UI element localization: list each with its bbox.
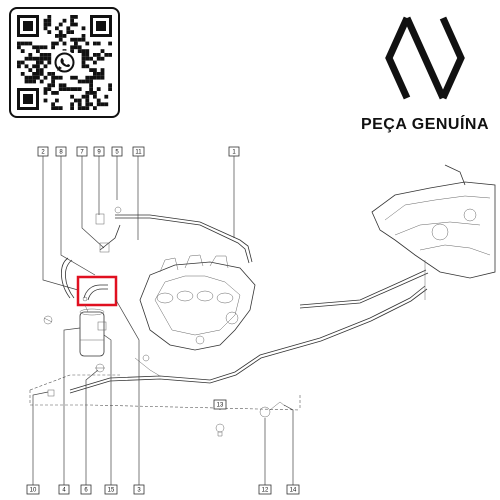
callout-9[interactable]: 9 <box>93 146 105 215</box>
pipe-hose-left <box>61 257 75 299</box>
svg-text:4: 4 <box>62 488 66 494</box>
qr-code-whatsapp-icon <box>17 15 112 110</box>
brand-tagline: PEÇA GENUÍNA <box>360 116 490 133</box>
svg-text:2: 2 <box>41 150 45 156</box>
pipe-upper <box>99 214 253 264</box>
callout-4[interactable]: 4 <box>58 327 81 495</box>
svg-text:11: 11 <box>135 150 142 156</box>
callout-1[interactable]: 1 <box>228 146 240 238</box>
callout-8[interactable]: 8 <box>55 146 96 276</box>
svg-text:5: 5 <box>115 150 119 156</box>
svg-text:14: 14 <box>290 488 297 494</box>
engine-block <box>371 164 496 300</box>
pipe-long <box>69 269 429 394</box>
canister <box>79 304 107 357</box>
svg-text:8: 8 <box>59 150 63 156</box>
svg-text:6: 6 <box>84 488 88 494</box>
renault-logo <box>385 12 465 104</box>
callout-2[interactable]: 2 <box>37 146 79 291</box>
svg-text:3: 3 <box>137 488 141 494</box>
callout-11[interactable]: 11 <box>132 146 145 240</box>
svg-text:1: 1 <box>232 150 236 156</box>
intake-manifold <box>139 254 256 351</box>
svg-text:9: 9 <box>97 150 101 156</box>
svg-text:13: 13 <box>217 403 224 409</box>
renault-diamond-logo <box>385 16 465 100</box>
reference-frame <box>29 374 301 411</box>
small-parts <box>43 206 286 437</box>
callout-5[interactable]: 5 <box>111 146 123 200</box>
callout-7[interactable]: 7 <box>76 146 105 249</box>
svg-text:15: 15 <box>108 488 115 494</box>
callout-14[interactable]: 14 <box>283 404 300 495</box>
qr-code[interactable] <box>9 7 120 118</box>
svg-text:12: 12 <box>262 488 269 494</box>
callout-13[interactable]: 13 <box>213 399 227 410</box>
highlighted-part[interactable] <box>76 275 118 307</box>
svg-text:10: 10 <box>30 488 37 494</box>
callout-12[interactable]: 12 <box>258 418 272 495</box>
svg-text:7: 7 <box>80 150 84 156</box>
callout-3[interactable]: 3 <box>115 299 145 495</box>
callout-15[interactable]: 15 <box>103 334 118 495</box>
callout-10[interactable]: 10 <box>26 391 49 495</box>
callout-6[interactable]: 6 <box>80 369 99 495</box>
